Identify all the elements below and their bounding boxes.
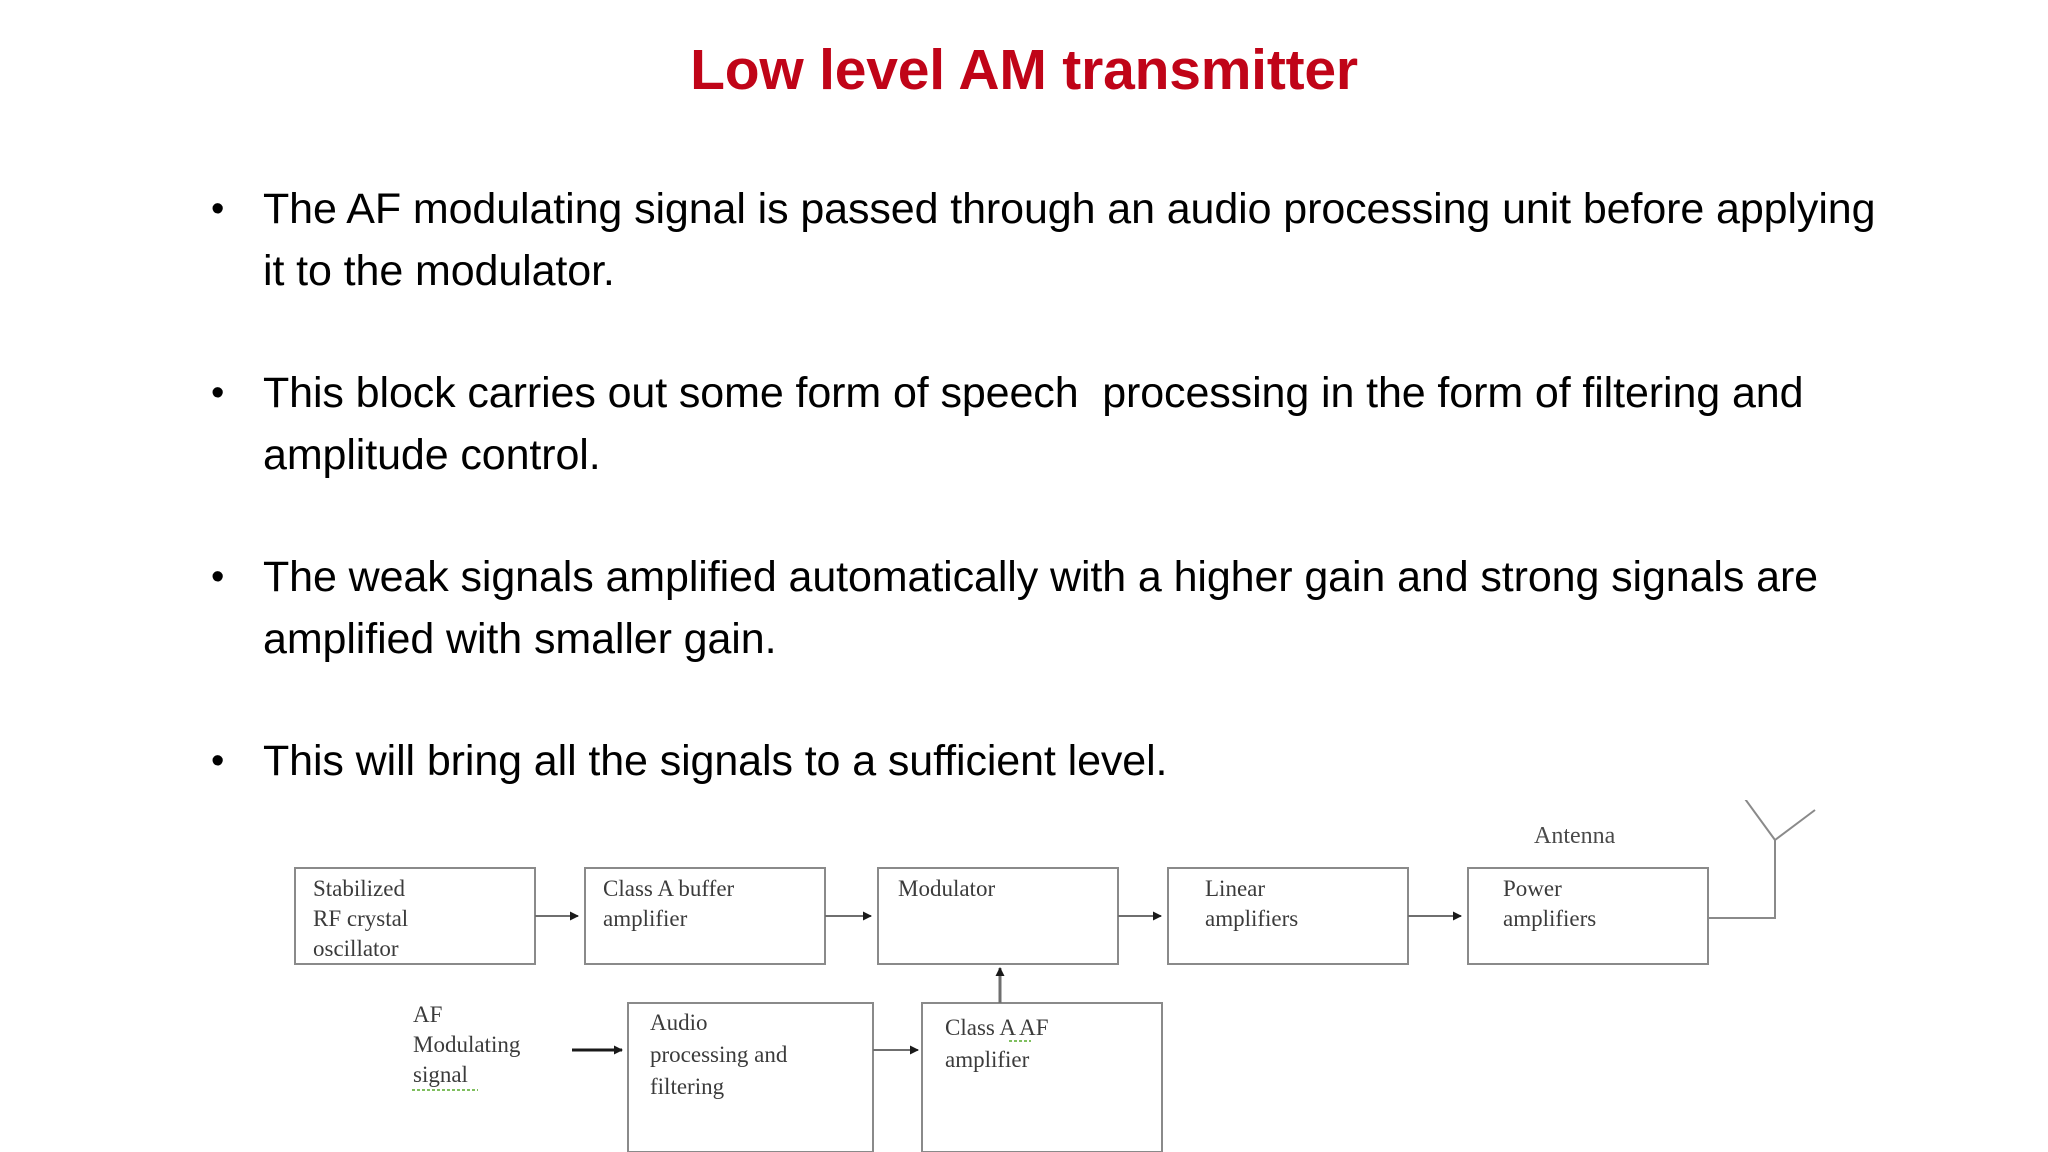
- bullet-text: The weak signals amplified automatically…: [263, 553, 1830, 663]
- diagram-box-power-amplifiers: Power amplifiers: [1467, 867, 1709, 965]
- connector-power-to-antenna: [1708, 840, 1776, 919]
- bullet-marker-icon: •: [211, 188, 225, 230]
- bullet-marker-icon: •: [211, 372, 225, 414]
- page-title: Low level AM transmitter: [690, 38, 1358, 102]
- diagram-box-class-a-af-amplifier: Class A AF amplifier: [921, 1002, 1163, 1152]
- box-label-line: processing and: [650, 1042, 788, 1067]
- box-label-line: amplifier: [945, 1047, 1030, 1072]
- antenna-icon: [1744, 800, 1816, 841]
- diagram-box-stabilized-rf-crystal-oscillator: Stabilized RF crystal oscillator: [294, 867, 536, 965]
- list-item: • The weak signals amplified automatical…: [205, 546, 1905, 670]
- box-label-line: Power: [1503, 876, 1562, 901]
- list-item: • The AF modulating signal is passed thr…: [205, 178, 1905, 302]
- box-label-line: Modulator: [898, 876, 995, 901]
- bullet-marker-icon: •: [211, 556, 225, 598]
- box-label-line: Audio: [650, 1010, 708, 1035]
- box-label-line: Linear: [1205, 876, 1265, 901]
- diagram-box-linear-amplifiers: Linear amplifiers: [1167, 867, 1409, 965]
- block-diagram: Stabilized RF crystal oscillator Class A…: [0, 800, 2048, 1152]
- block-diagram-svg: Stabilized RF crystal oscillator Class A…: [294, 800, 1816, 1152]
- diagram-box-modulator: Modulator: [877, 867, 1119, 965]
- box-label-line: amplifiers: [1205, 906, 1298, 931]
- bullet-text: This block carries out some form of spee…: [263, 369, 1816, 479]
- label-line: signal: [413, 1062, 468, 1087]
- box-label-line: filtering: [650, 1074, 725, 1099]
- box-label-line: amplifiers: [1503, 906, 1596, 931]
- list-item: • This will bring all the signals to a s…: [205, 730, 1905, 792]
- box-label-line: Stabilized: [313, 876, 405, 901]
- bullet-list: • The AF modulating signal is passed thr…: [205, 178, 1905, 792]
- label-line: Modulating: [413, 1032, 521, 1057]
- antenna-label: Antenna: [1534, 823, 1616, 849]
- bullet-text: This will bring all the signals to a suf…: [263, 737, 1168, 785]
- bullet-marker-icon: •: [211, 740, 225, 782]
- box-label-line: amplifier: [603, 906, 688, 931]
- list-item: • This block carries out some form of sp…: [205, 362, 1905, 486]
- label-line: AF: [413, 1002, 442, 1027]
- box-label-line: Class A AF: [945, 1015, 1049, 1040]
- box-label-line: oscillator: [313, 936, 399, 961]
- diagram-box-audio-processing-and-filtering: Audio processing and filtering: [627, 1002, 874, 1152]
- diagram-box-class-a-buffer-amplifier: Class A buffer amplifier: [584, 867, 826, 965]
- box-label-line: Class A buffer: [603, 876, 735, 901]
- box-label-line: RF crystal: [313, 906, 408, 931]
- bullet-text: The AF modulating signal is passed throu…: [263, 185, 1888, 295]
- af-modulating-signal-label: AF Modulating signal: [412, 1002, 521, 1091]
